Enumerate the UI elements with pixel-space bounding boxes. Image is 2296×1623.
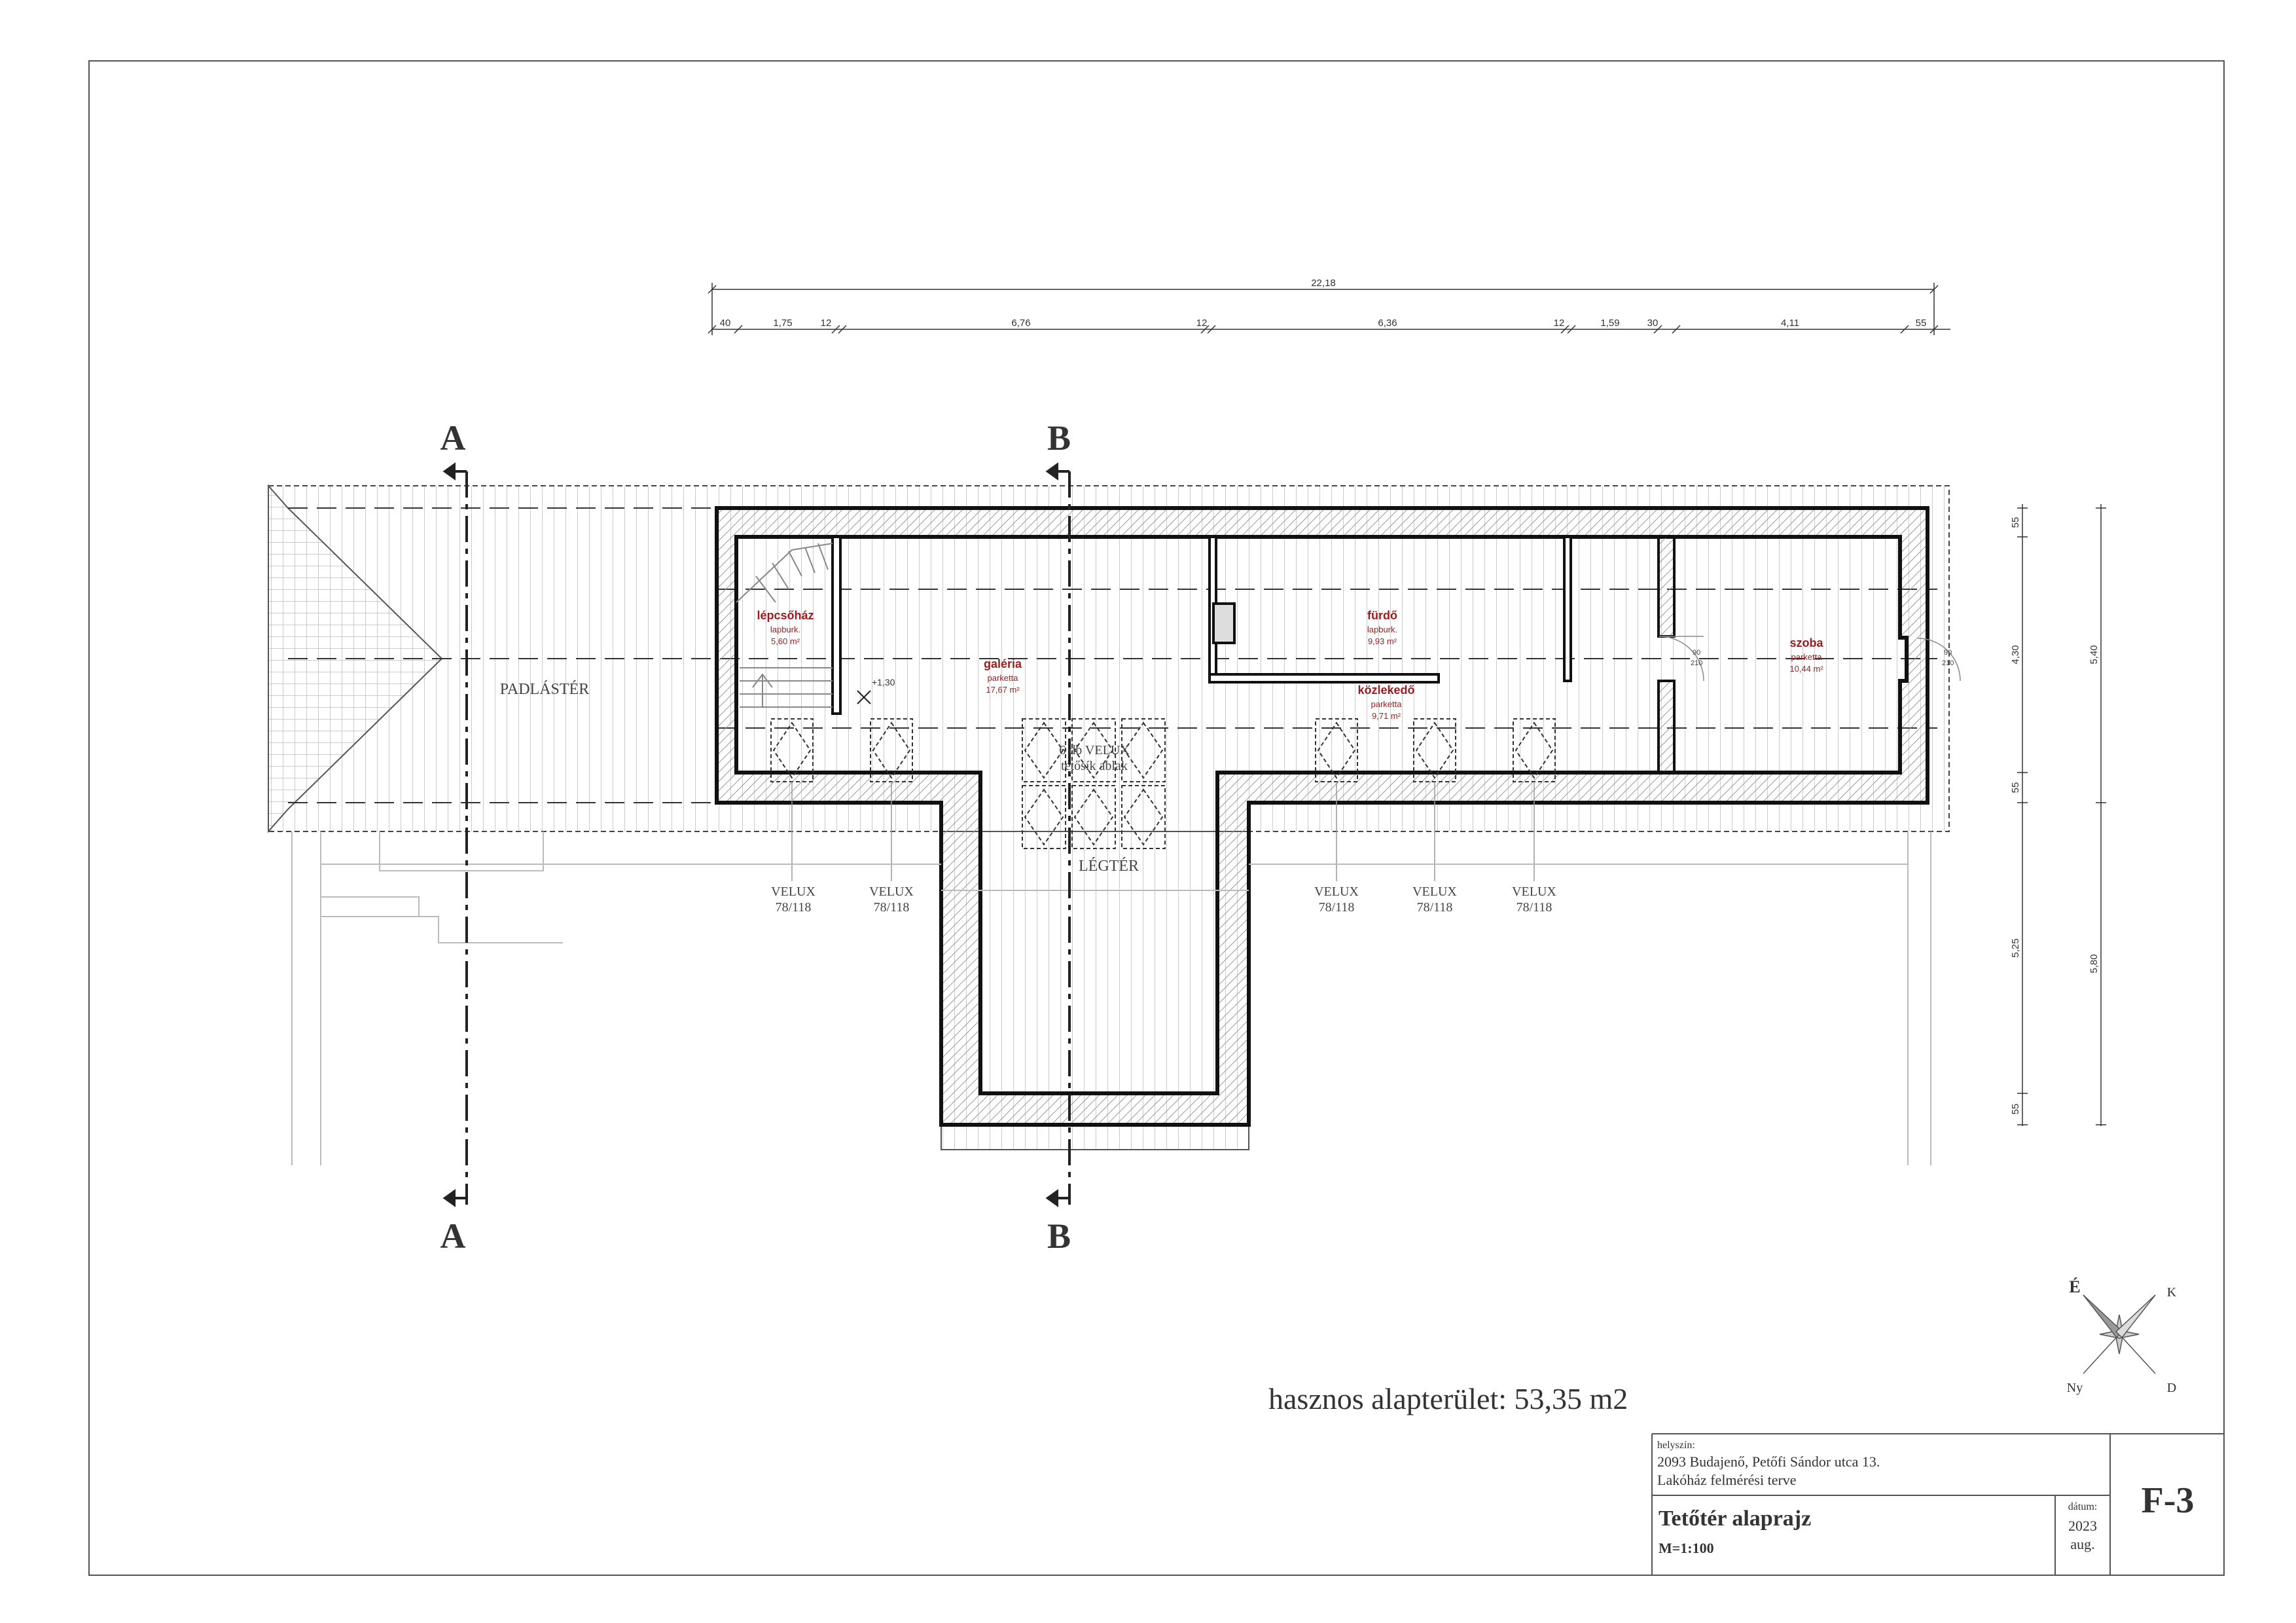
room-floor: parketta	[988, 673, 1019, 683]
dim-seg: 12	[1196, 318, 1208, 329]
tb-month: aug.	[2070, 1536, 2094, 1552]
tb-location-label: helyszín:	[1657, 1440, 1695, 1451]
label-skylight-1: 6 db VELUX	[1059, 743, 1130, 757]
room-floor: lapburk.	[770, 625, 800, 634]
section-label-a-bottom: A	[440, 1216, 466, 1256]
dimension-lines-right	[2017, 504, 2106, 1126]
compass-south: D	[2167, 1381, 2176, 1395]
velux-size: 78/118	[776, 900, 812, 915]
dim-total: 22,18	[1311, 278, 1336, 289]
room-floor: parketta	[1791, 652, 1823, 662]
dim-right: 5,25	[2010, 938, 2021, 957]
compass-north: É	[2069, 1277, 2080, 1296]
room-area: 10,44 m²	[1789, 664, 1823, 674]
dim-right: 55	[2010, 782, 2021, 793]
dim-seg: 12	[821, 318, 832, 329]
lower-outline	[291, 831, 1931, 1165]
tb-date-label: dátum:	[2068, 1501, 2097, 1512]
velux-windows	[770, 718, 1556, 849]
velux-label: VELUX	[1512, 884, 1556, 899]
section-label-b-top: B	[1047, 418, 1071, 458]
dim-seg: 1,59	[1600, 318, 1619, 329]
room-area: 17,67 m²	[986, 685, 1020, 695]
room-name: galéria	[984, 657, 1022, 670]
sheet-border	[88, 60, 2225, 1576]
velux-size: 78/118	[1319, 900, 1355, 915]
room-floor: parketta	[1371, 699, 1403, 709]
dim-right: 55	[2010, 1104, 2021, 1115]
dim-seg: 40	[720, 318, 731, 329]
dim-right-outer: 5,80	[2089, 954, 2100, 973]
level-value: +1,30	[872, 677, 895, 687]
velux-size: 78/118	[1417, 900, 1453, 915]
velux-label: VELUX	[771, 884, 816, 899]
room-area: 9,71 m²	[1372, 711, 1401, 721]
velux-label: VELUX	[1412, 884, 1457, 899]
room-name: közlekedő	[1357, 684, 1414, 697]
dimension-lines-top	[708, 283, 1950, 335]
room-name: fürdő	[1367, 609, 1397, 622]
dim-seg: 4,11	[1781, 318, 1799, 329]
dim-seg: 55	[1916, 318, 1927, 329]
door-height: 210	[1691, 659, 1702, 667]
compass-west: Ny	[2067, 1381, 2083, 1395]
tb-scale: M=1:100	[1659, 1540, 1714, 1556]
dim-seg: 12	[1554, 318, 1565, 329]
tb-project: Lakóház felmérési terve	[1657, 1472, 1797, 1488]
door-height: 210	[1942, 659, 1954, 667]
label-padlaster: PADLÁSTÉR	[500, 681, 589, 698]
dim-seg: 1,75	[773, 318, 792, 329]
dim-right: 4,30	[2010, 645, 2021, 664]
room-name: szoba	[1789, 636, 1823, 649]
velux-size: 78/118	[874, 900, 910, 915]
label-skylight-2: tetősík ablak	[1061, 759, 1128, 773]
section-lines	[442, 462, 1071, 1207]
staircase	[736, 543, 833, 708]
room-szoba: szoba parketta 10,44 m²	[1789, 636, 1823, 674]
velux-size: 78/118	[1516, 900, 1552, 915]
label-legter: LÉGTÉR	[1079, 858, 1139, 875]
door-width: 90	[1693, 649, 1700, 657]
tb-sheet-number: F-3	[2142, 1480, 2195, 1521]
interior-walls	[831, 536, 1676, 774]
north-arrow	[2083, 1294, 2156, 1374]
velux-label: VELUX	[869, 884, 914, 899]
velux-label: VELUX	[1314, 884, 1359, 899]
tb-title: Tetőtér alaprajz	[1659, 1506, 1811, 1531]
usable-area-note: hasznos alapterület: 53,35 m2	[1268, 1382, 1628, 1415]
room-floor: lapburk.	[1367, 625, 1397, 634]
door-width: 90	[1944, 649, 1952, 657]
tb-year: 2023	[2068, 1518, 2097, 1534]
tb-address: 2093 Budajenő, Petőfi Sándor utca 13.	[1657, 1453, 1880, 1470]
dim-right-outer: 5,40	[2089, 645, 2100, 664]
room-galeria: galéria parketta 17,67 m²	[984, 657, 1022, 695]
level-marker	[857, 690, 871, 704]
room-lepcsohaz: lépcsőház lapburk. 5,60 m²	[757, 609, 814, 646]
dim-seg: 6,76	[1011, 318, 1030, 329]
room-kozlekedo: közlekedő parketta 9,71 m²	[1357, 684, 1414, 721]
door-swings	[1659, 636, 1961, 682]
dim-seg: 6,36	[1378, 318, 1397, 329]
dim-seg: 30	[1647, 318, 1659, 329]
section-label-a-top: A	[440, 418, 466, 458]
dim-right: 55	[2010, 517, 2021, 528]
room-area: 5,60 m²	[771, 636, 800, 646]
section-label-b-bottom: B	[1047, 1216, 1071, 1256]
title-block-frame	[1651, 1433, 2224, 1575]
compass-east: K	[2167, 1285, 2177, 1300]
room-furdo: fürdő lapburk. 9,93 m²	[1367, 609, 1397, 646]
room-name: lépcsőház	[757, 609, 814, 622]
room-area: 9,93 m²	[1368, 636, 1397, 646]
